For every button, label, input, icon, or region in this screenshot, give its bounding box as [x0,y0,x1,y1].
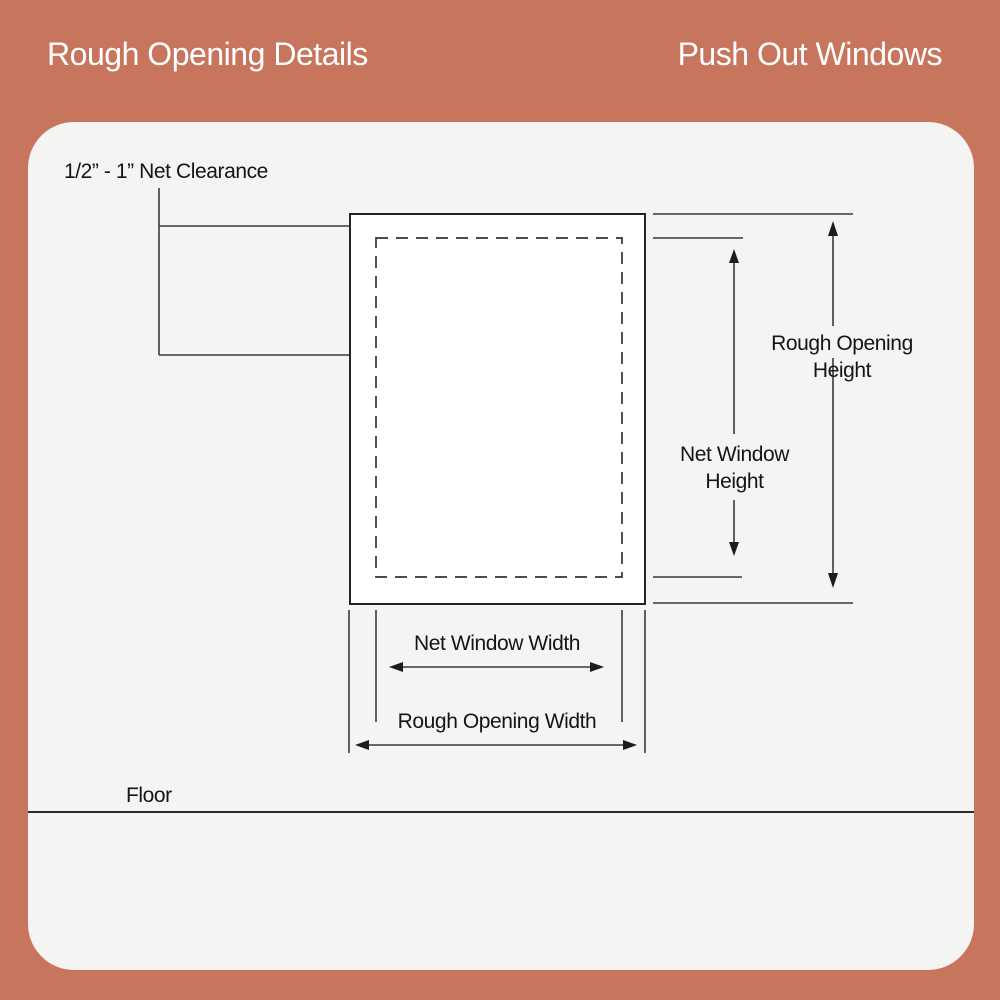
net-window-height-line2: Height [705,470,764,493]
diagram-card: 1/2” - 1” Net Clearance Rough Opening He… [28,122,974,970]
net-clearance-label: 1/2” - 1” Net Clearance [64,160,268,183]
page-title: Rough Opening Details [47,36,368,72]
net-window-height-arrow [729,249,739,556]
net-window-height-label: Net Window Height [654,441,815,495]
height-extension-lines [653,213,853,604]
rough-opening-height-arrow [828,221,838,588]
product-title: Push Out Windows [677,36,943,72]
net-window-dashed-outline [375,237,623,578]
net-window-width-arrow [389,662,604,672]
net-window-height-line1: Net Window [679,443,789,466]
rough-opening-width-label: Rough Opening Width [397,710,597,733]
rough-opening-height-label: Rough Opening Height [771,332,913,382]
floor-label: Floor [126,784,172,807]
net-window-width-label: Net Window Width [414,632,580,655]
rough-opening-width-arrow [355,740,637,750]
width-extension-lines [348,610,646,753]
rough-opening-diagram [28,188,974,813]
rough-opening-frame [349,213,646,605]
